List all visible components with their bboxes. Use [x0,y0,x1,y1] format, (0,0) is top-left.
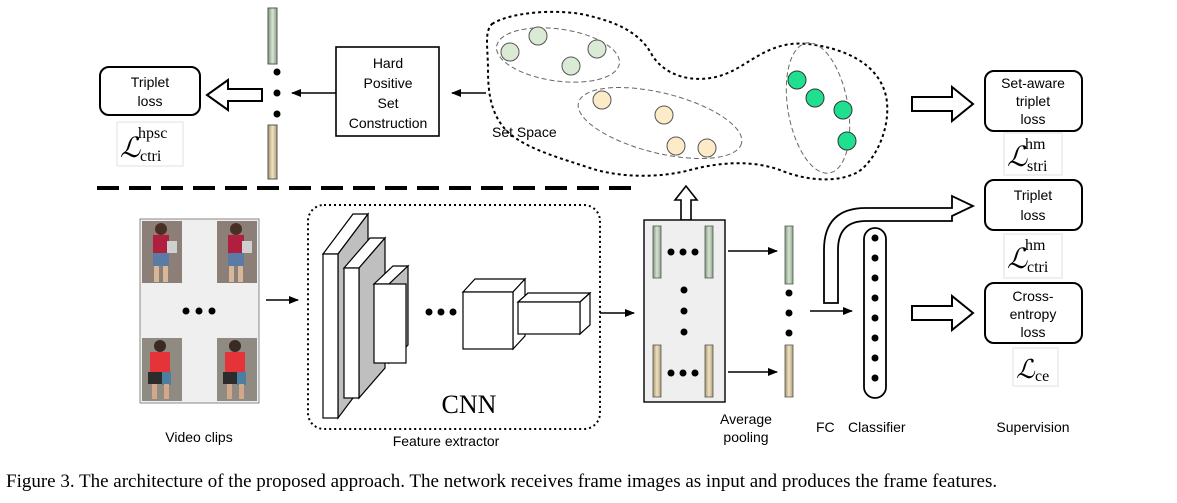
hpsc-loss-symbol: ℒ hpsc ctri [116,121,184,167]
cluster-yellow-boundary [577,86,743,160]
bottom-triplet-line2: loss [1021,207,1046,223]
cluster-teal-point [837,131,857,151]
architecture-diagram: Triplet loss ℒ hpsc ctri Hard Positive S… [97,7,1083,449]
cnn-dot-2 [437,308,445,316]
cluster-yellow-point [666,136,686,156]
top-triplet-loss-box: Triplet loss [99,66,201,116]
classifier-column [863,227,887,399]
top-feature-tan [267,124,278,180]
cnn-label: CNN [442,390,497,419]
clip-dot-2 [195,307,203,315]
supervision-label: Supervision [996,419,1069,435]
hollow-arrow-up [673,184,699,221]
ce-line1: Cross- [1012,288,1054,304]
pooled-feature-green [784,225,794,285]
hpsc-line4: Construction [349,115,428,131]
set-aware-line1: Set-aware [1001,75,1065,91]
triplet-symbol-sup: hm [1025,237,1046,254]
frame-feature-tan-left [652,344,662,398]
set-aware-line2: triplet [1016,93,1050,109]
frame-clip-top-left [142,221,182,283]
set-space-cloud [486,10,889,181]
triplet-symbol-base: ℒ [1007,244,1028,275]
frame-feature-green-right [704,225,714,279]
hpsc-symbol-sup: hpsc [138,125,167,142]
ce-line3: loss [1021,324,1046,340]
top-dot-1 [273,68,281,76]
classifier-label: Classifier [848,419,906,435]
classifier-units [871,234,879,382]
set-space-label: Set Space [492,124,557,140]
bottom-triplet-line1: Triplet [1014,187,1052,203]
set-aware-symbol-sup: hm [1025,136,1046,153]
bottom-triplet-loss-box: Triplet loss [984,179,1083,231]
cluster-green-point [528,26,548,46]
hollow-arrow-left [205,78,263,112]
set-aware-symbol-sub: stri [1027,158,1048,175]
cnn-block-3 [372,264,410,365]
cnn-block-5 [516,291,592,336]
avg-pool-label-1: Average [720,411,772,427]
ce-symbol-base: ℒ [1016,355,1036,384]
frame-feature-green-left [652,225,662,279]
set-aware-line3: loss [1021,111,1046,127]
hpsc-line1: Hard [373,55,403,71]
frame-clip-top-right [217,221,257,283]
cluster-green-point [500,42,520,62]
hollow-arrow-to-set-aware [911,84,975,124]
top-dot-2 [273,89,281,97]
fc-label: FC [816,419,835,435]
ce-symbol-sub: ce [1035,368,1049,385]
set-aware-symbol-base: ℒ [1007,142,1028,173]
hpsc-line3: Set [377,95,398,111]
ce-line2: entropy [1010,306,1057,322]
cnn-block-4 [461,277,527,351]
cluster-teal-point [805,88,825,108]
hpsc-symbol-base: ℒ [120,133,141,164]
set-aware-loss-symbol: ℒ hm stri [1003,132,1063,176]
pooled-feature-tan [784,344,794,398]
set-aware-triplet-loss-box: Set-aware triplet loss [984,70,1083,132]
hpsc-line2: Positive [363,75,412,91]
clip-dot-1 [182,307,190,315]
ce-loss-symbol: ℒ ce [1012,347,1059,387]
top-triplet-loss-line2: loss [138,93,163,109]
frame-features-panel [643,219,726,403]
cluster-green-point [561,56,581,76]
figure-caption: Figure 3. The architecture of the propos… [6,471,998,492]
cross-entropy-loss-box: Cross- entropy loss [984,282,1083,344]
top-feature-green [267,7,278,65]
bottom-triplet-loss-symbol: ℒ hm ctri [1003,233,1063,279]
cluster-green-point [587,39,607,59]
cluster-teal-point [833,100,853,120]
cnn-dot-1 [425,308,433,316]
feature-extractor-label: Feature extractor [393,433,500,449]
hollow-arrow-to-ce [911,293,975,333]
frame-clip-bottom-left [142,338,182,401]
top-dot-3 [273,110,281,118]
cluster-yellow-point [697,138,717,158]
triplet-symbol-sub: ctri [1027,259,1049,276]
hpsc-symbol-sub: ctri [140,148,162,165]
avg-pool-label-2: pooling [723,429,768,445]
hard-positive-set-construction-box: Hard Positive Set Construction [335,46,440,137]
video-clips-label: Video clips [165,429,232,445]
cluster-green-boundary [495,27,621,83]
video-clips-panel [139,218,260,404]
frame-feature-tan-right [704,344,714,398]
curved-hollow-arrow-to-triplet [823,194,976,304]
top-triplet-loss-line1: Triplet [131,74,169,90]
clip-dot-3 [208,307,216,315]
cluster-teal-point [787,70,807,90]
cnn-dot-3 [449,308,457,316]
cluster-yellow-point [592,90,612,110]
cluster-yellow-point [654,105,674,125]
frame-clip-bottom-right [217,338,257,401]
